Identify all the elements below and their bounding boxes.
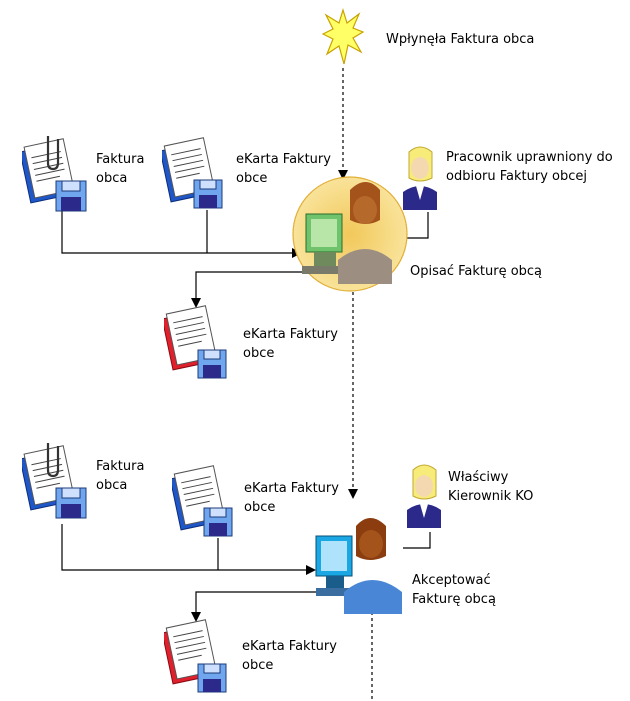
input-line-invoice-2 — [61, 524, 316, 575]
document-clip-disk-icon — [22, 443, 87, 519]
blue-document-disk-icon — [172, 465, 233, 537]
user-computer-icon — [315, 518, 402, 614]
burst-star-icon — [322, 8, 364, 65]
user-computer-icon — [292, 176, 408, 292]
event-label: Wpłynęła Faktura obca — [386, 32, 535, 47]
document-clip-disk-icon — [22, 136, 87, 212]
red-document-disk-icon — [164, 619, 227, 693]
actor-line-2 — [403, 532, 431, 549]
output-line-2 — [191, 591, 318, 622]
red-document-disk-icon — [164, 305, 227, 379]
output-line-1 — [191, 271, 302, 308]
blue-document-disk-icon — [162, 137, 223, 209]
input-line-invoice-1 — [61, 208, 302, 258]
person-icon — [407, 464, 441, 528]
person-icon — [403, 146, 437, 210]
step1-task-label: Opisać Fakturę obcą — [410, 264, 543, 279]
